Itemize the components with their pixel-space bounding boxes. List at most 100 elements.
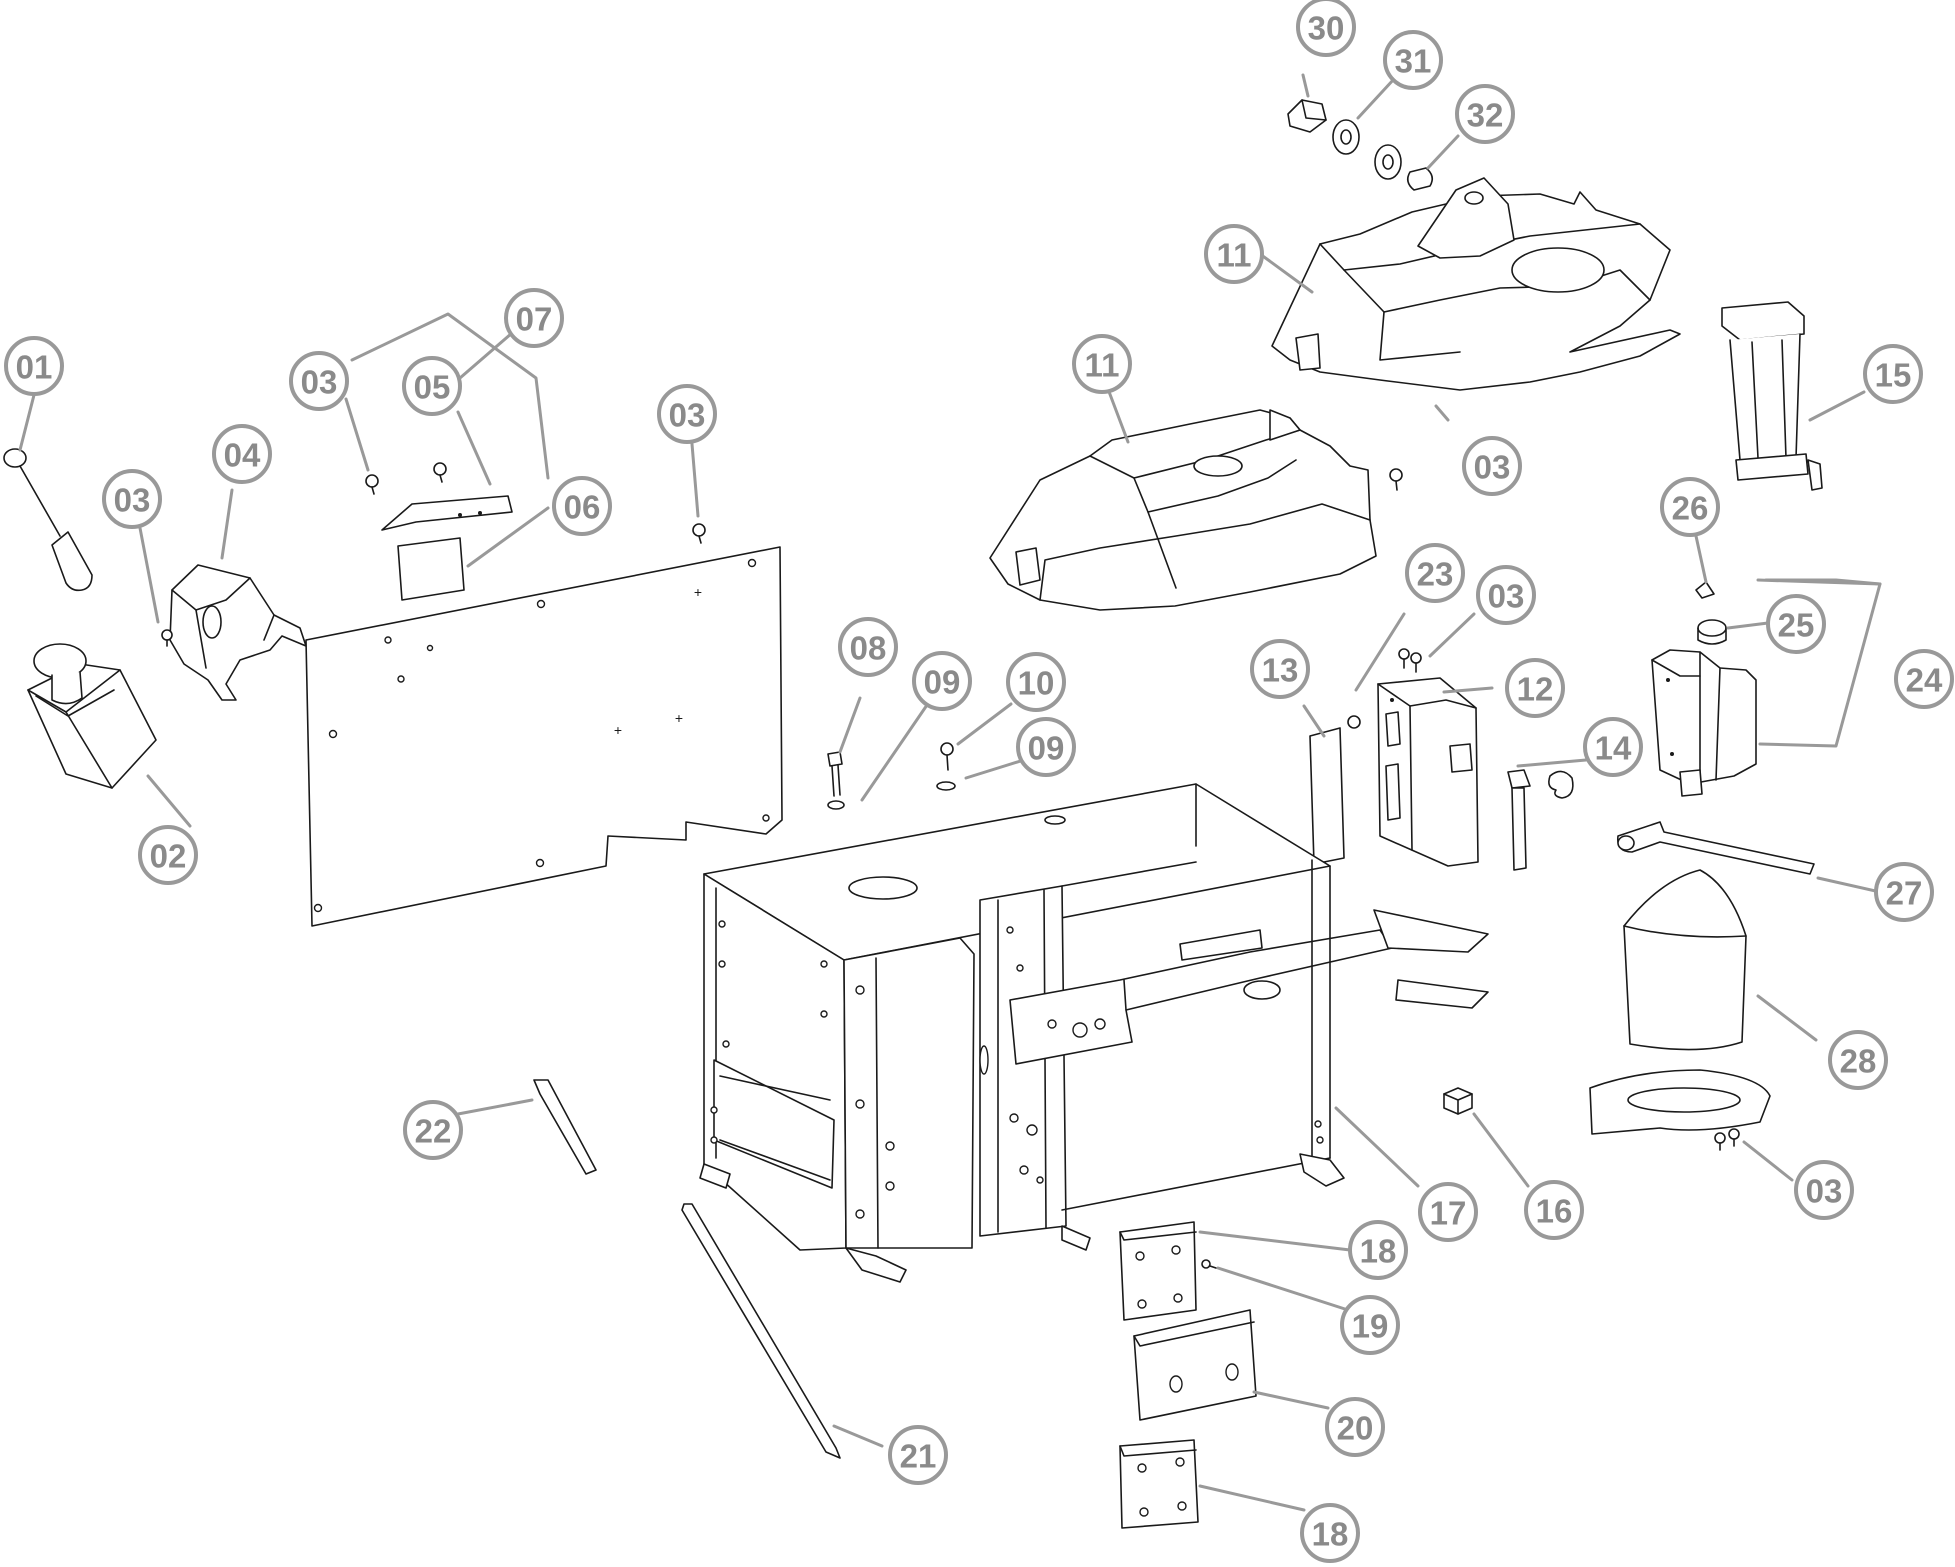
callout-number: 19 bbox=[1352, 1308, 1389, 1345]
callout-31: 31 bbox=[1383, 30, 1443, 90]
callout-circle bbox=[1794, 1160, 1854, 1220]
callout-18: 18 bbox=[1348, 1220, 1408, 1280]
callout-03: 03 bbox=[1476, 565, 1536, 625]
part-top-cover-middle bbox=[989, 409, 1403, 611]
callout-circle bbox=[1524, 1180, 1584, 1240]
part-rod bbox=[1616, 821, 1815, 875]
part-block-upper bbox=[1119, 1221, 1197, 1321]
callout-circle bbox=[403, 1100, 463, 1160]
callout-number: 11 bbox=[1085, 347, 1120, 384]
callout-circle bbox=[1505, 658, 1565, 718]
callout-16: 16 bbox=[1524, 1180, 1584, 1240]
callout-number: 05 bbox=[414, 369, 451, 406]
callout-11: 11 bbox=[1072, 334, 1132, 394]
part-nut bbox=[1443, 1087, 1473, 1115]
callout-circle bbox=[1348, 1220, 1408, 1280]
callout-number: 03 bbox=[1488, 578, 1525, 615]
callout-07: 07 bbox=[504, 288, 564, 348]
callout-circle bbox=[1863, 344, 1923, 404]
part-thin-plate bbox=[1309, 727, 1345, 865]
callout-circle bbox=[888, 1425, 948, 1485]
part-knob-box bbox=[27, 643, 157, 789]
callout-number: 27 bbox=[1886, 875, 1923, 912]
callout-18: 18 bbox=[1300, 1503, 1360, 1563]
callout-number: 32 bbox=[1467, 97, 1504, 134]
callout-circle bbox=[1006, 652, 1066, 712]
callout-circle bbox=[504, 288, 564, 348]
part-screws-group-12 bbox=[1347, 648, 1422, 729]
part-top-cover-upper bbox=[1271, 177, 1681, 391]
callout-02: 02 bbox=[138, 825, 198, 885]
callout-number: 03 bbox=[669, 397, 706, 434]
callout-14: 14 bbox=[1583, 717, 1643, 777]
part-bucket bbox=[1589, 869, 1771, 1151]
callout-circle bbox=[1766, 594, 1826, 654]
callout-32: 32 bbox=[1455, 84, 1515, 144]
callout-number: 01 bbox=[16, 349, 53, 386]
callout-01: 01 bbox=[4, 336, 64, 396]
callout-number: 13 bbox=[1262, 652, 1299, 689]
callout-number: 16 bbox=[1536, 1193, 1573, 1230]
callout-22: 22 bbox=[403, 1100, 463, 1160]
part-main-frame bbox=[699, 783, 1489, 1283]
svg-text:+: + bbox=[614, 722, 622, 738]
callout-circle bbox=[289, 351, 349, 411]
callout-circle bbox=[657, 384, 717, 444]
callout-08: 08 bbox=[838, 617, 898, 677]
callout-27: 27 bbox=[1874, 862, 1934, 922]
callout-circle bbox=[1383, 30, 1443, 90]
part-pneumatic-cylinder bbox=[1721, 301, 1823, 491]
callout-circle bbox=[4, 336, 64, 396]
callout-number: 18 bbox=[1312, 1516, 1349, 1553]
callout-circle bbox=[1204, 224, 1264, 284]
part-lever-handle bbox=[3, 448, 93, 592]
callout-03: 03 bbox=[1794, 1160, 1854, 1220]
callout-circle bbox=[1894, 649, 1954, 709]
callout-04: 04 bbox=[212, 424, 272, 484]
callout-25: 25 bbox=[1766, 594, 1826, 654]
part-bracket bbox=[169, 564, 307, 701]
part-small-screw-19 bbox=[1201, 1259, 1217, 1269]
callout-number: 20 bbox=[1337, 1410, 1374, 1447]
callout-number: 26 bbox=[1672, 490, 1709, 527]
svg-text:+: + bbox=[694, 584, 702, 600]
callout-number: 03 bbox=[301, 364, 338, 401]
callout-19: 19 bbox=[1340, 1295, 1400, 1355]
callout-26: 26 bbox=[1660, 477, 1720, 537]
callout-number: 10 bbox=[1018, 665, 1055, 702]
callout-28: 28 bbox=[1828, 1030, 1888, 1090]
callout-number: 08 bbox=[850, 630, 887, 667]
callout-23: 23 bbox=[1405, 543, 1465, 603]
callout-number: 22 bbox=[415, 1113, 452, 1150]
callout-circle bbox=[1325, 1397, 1385, 1457]
callout-circle bbox=[402, 356, 462, 416]
callout-number: 14 bbox=[1595, 730, 1632, 767]
callout-06: 06 bbox=[552, 476, 612, 536]
part-mounting-bracket bbox=[1377, 677, 1479, 867]
part-small-plug-cap bbox=[1695, 581, 1727, 645]
callout-number: 12 bbox=[1517, 671, 1554, 708]
callout-number: 28 bbox=[1840, 1043, 1877, 1080]
callout-12: 12 bbox=[1505, 658, 1565, 718]
part-back-panel: + + + bbox=[305, 546, 783, 927]
part-long-bolt bbox=[1507, 769, 1574, 871]
callout-circle bbox=[1016, 717, 1076, 777]
part-angle-strip bbox=[381, 495, 513, 531]
callout-circle bbox=[102, 469, 162, 529]
callout-11: 11 bbox=[1204, 224, 1264, 284]
callout-circle bbox=[912, 651, 972, 711]
part-bolts-washers bbox=[827, 742, 956, 810]
svg-text:+: + bbox=[675, 710, 683, 726]
part-long-strip bbox=[681, 1203, 841, 1459]
callout-number: 11 bbox=[1217, 237, 1252, 274]
callout-number: 09 bbox=[1028, 730, 1065, 767]
callout-number: 23 bbox=[1417, 556, 1454, 593]
callout-number: 21 bbox=[900, 1438, 937, 1475]
part-block-lower bbox=[1119, 1439, 1199, 1529]
part-screw bbox=[161, 462, 706, 647]
callout-number: 18 bbox=[1360, 1233, 1397, 1270]
callout-circle bbox=[212, 424, 272, 484]
callout-03: 03 bbox=[657, 384, 717, 444]
